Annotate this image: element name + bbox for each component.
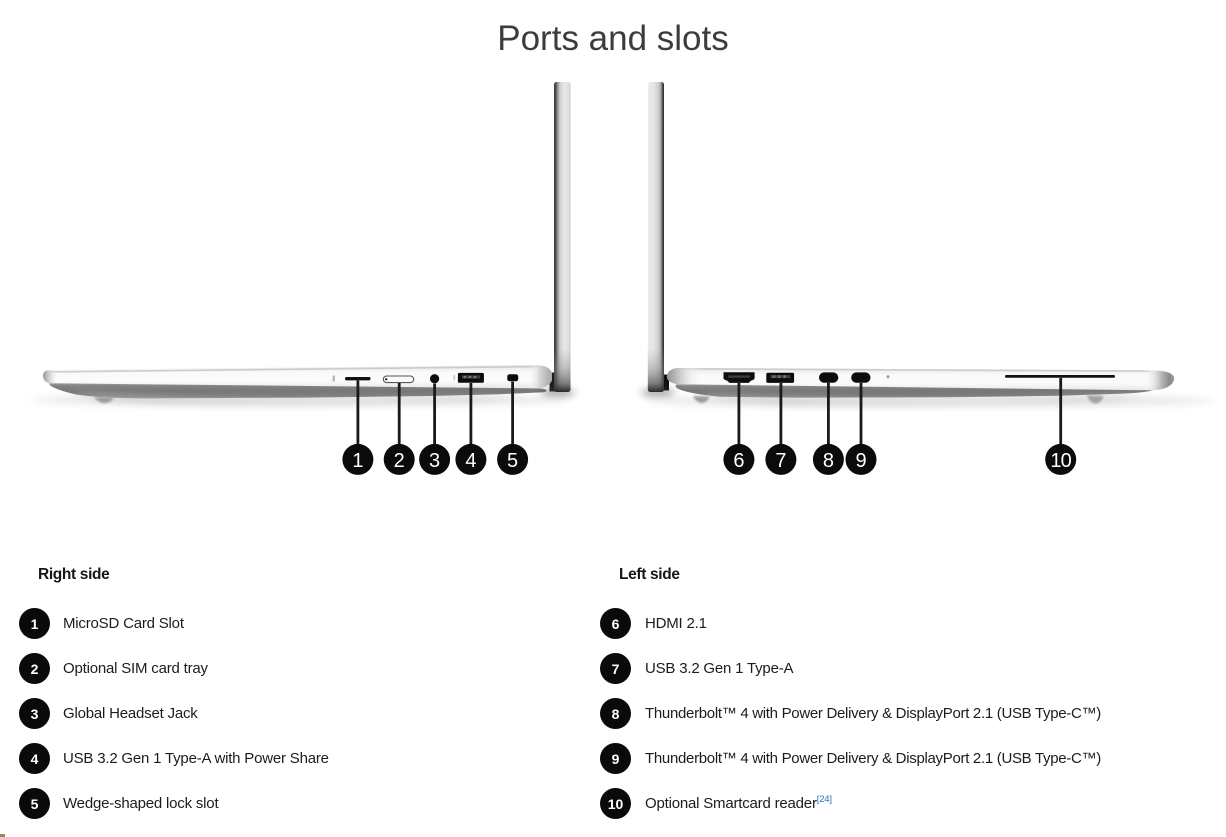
svg-text:9: 9 [855, 450, 866, 472]
svg-text:5: 5 [507, 450, 518, 472]
svg-text:2: 2 [394, 450, 405, 472]
svg-text:10: 10 [1050, 450, 1071, 472]
svg-text:4: 4 [465, 450, 476, 472]
svg-text:3: 3 [429, 450, 440, 472]
svg-text:8: 8 [823, 450, 834, 472]
svg-text:7: 7 [775, 450, 786, 472]
svg-text:1: 1 [352, 450, 363, 472]
svg-text:6: 6 [733, 450, 744, 472]
